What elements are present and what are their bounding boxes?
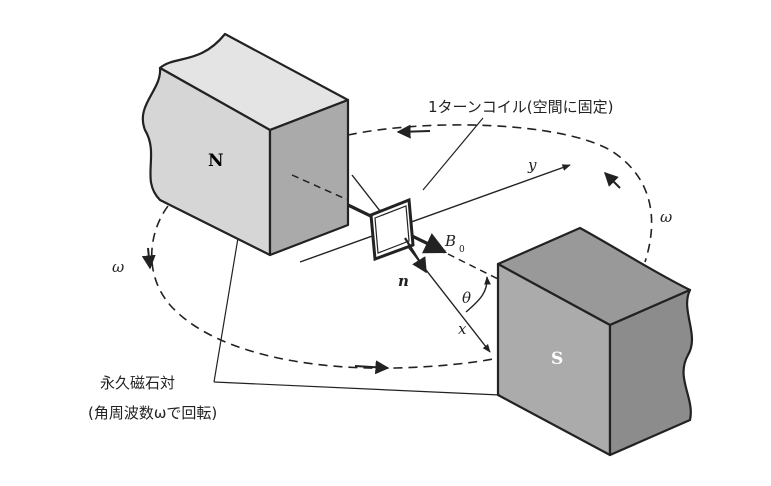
hidden-field-line — [291, 174, 349, 201]
rotation-path-front — [150, 194, 499, 369]
y-axis-label: y — [527, 156, 537, 174]
normal-vector-label: n — [398, 272, 409, 290]
coil-leader-line — [422, 117, 484, 191]
south-magnet: S — [496, 226, 694, 457]
y-axis — [299, 164, 571, 263]
magnet-pair-label: 永久磁石対 — [100, 374, 175, 392]
magnet-pair-sublabel: (角周波数ωで回転) — [88, 404, 217, 422]
north-magnet: N — [141, 32, 350, 257]
north-magnet-side — [268, 98, 350, 257]
rotation-arrow-left — [141, 247, 156, 270]
angle-arc — [465, 276, 491, 313]
south-magnet-side — [608, 288, 694, 457]
rotation-arrow-top — [396, 124, 431, 139]
rotation-arrow-bottom — [354, 360, 390, 375]
magnet-leader-line-2 — [213, 381, 501, 396]
rotation-arrow-right — [604, 172, 621, 189]
north-magnet-front — [141, 66, 272, 257]
north-pole-label: N — [208, 151, 224, 171]
field-label: B — [444, 232, 456, 250]
north-magnet-top — [158, 32, 350, 132]
omega-left-label: ω — [112, 258, 124, 276]
angle-label: θ — [462, 289, 471, 307]
coil-label: 1ターンコイル(空間に固定) — [428, 98, 614, 116]
field-line-b0-dashed — [447, 253, 501, 281]
single-turn-coil — [369, 197, 415, 262]
omega-right-label: ω — [660, 208, 672, 226]
x-axis-label: x — [458, 320, 467, 338]
normal-vector — [404, 237, 427, 274]
magnet-leader-line — [213, 237, 239, 383]
field-subscript: 0 — [459, 245, 465, 255]
south-pole-label: S — [551, 349, 563, 369]
